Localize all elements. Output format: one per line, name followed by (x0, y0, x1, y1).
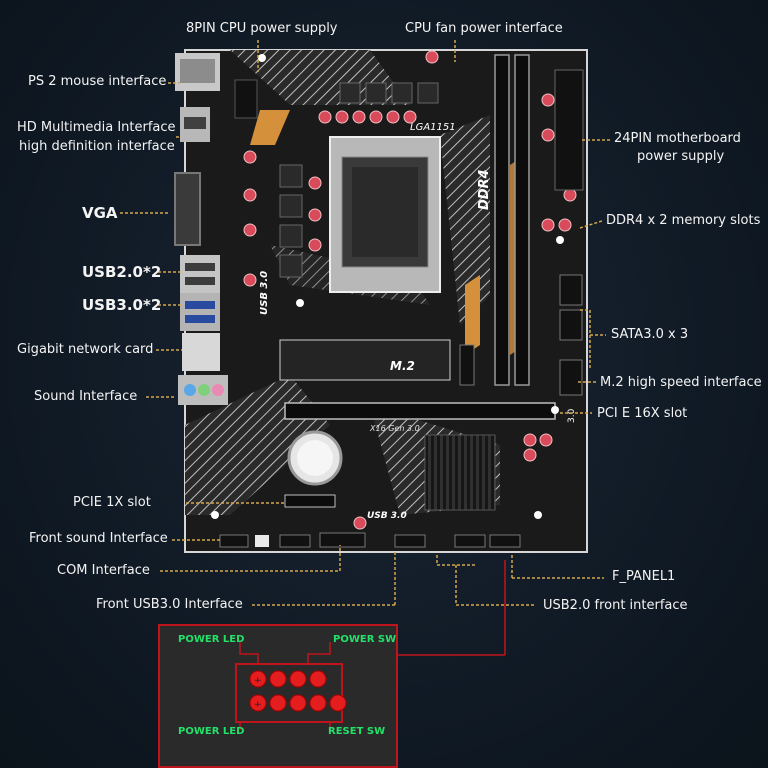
m2-slot-area (279, 339, 451, 381)
panel-label-power-sw: POWER SW (333, 634, 397, 645)
front-audio-header (219, 534, 249, 548)
m2-label: M.2 (390, 359, 415, 373)
f-panel-header (489, 534, 521, 548)
label-pcie1x: PCIE 1X slot (73, 495, 151, 510)
pin-top-3 (289, 670, 307, 688)
label-vga: VGA (82, 204, 118, 222)
pin-top-4 (309, 670, 327, 688)
sata-port-3 (559, 359, 583, 396)
pcie-x1-slot (284, 494, 336, 508)
label-hdmi-line2: high definition interface (19, 139, 175, 154)
socket-label: LGA1151 (410, 122, 456, 133)
label-lan: Gigabit network card (17, 342, 154, 357)
lan-port (182, 333, 220, 371)
usb2-ports (180, 255, 220, 293)
sata-port-1 (559, 274, 583, 306)
label-front-usb3: Front USB3.0 Interface (96, 597, 243, 612)
svg-text:+: + (254, 676, 262, 686)
rev-label: 3.0 (567, 408, 577, 423)
usb2-front-header-2 (454, 534, 486, 548)
panel-label-power-led-top: POWER LED (178, 634, 245, 645)
label-cpu-power: 8PIN CPU power supply (186, 21, 338, 36)
label-fpanel: F_PANEL1 (612, 569, 676, 584)
com-header (279, 534, 311, 548)
label-m2: M.2 high speed interface (600, 375, 762, 390)
front-usb3-header (319, 532, 366, 548)
label-ps2: PS 2 mouse interface (28, 74, 167, 89)
vga-port (174, 172, 201, 246)
label-front-sound: Front sound Interface (29, 531, 168, 546)
label-atx24-line1: 24PIN motherboard (614, 131, 741, 146)
label-hdmi-line1: HD Multimedia Interface (17, 120, 176, 135)
dimm-slot-2 (514, 54, 530, 386)
pin-bottom-5 (329, 694, 347, 712)
pin-bottom-1 (249, 694, 267, 712)
label-sata: SATA3.0 x 3 (611, 327, 689, 342)
pin-bottom-3 (289, 694, 307, 712)
svg-text:+: + (254, 700, 262, 710)
label-ddr4: DDR4 x 2 memory slots (606, 213, 761, 228)
cpu-8pin-header (234, 79, 258, 119)
pin-bottom-2 (269, 694, 287, 712)
pin-bottom-4 (309, 694, 327, 712)
label-com: COM Interface (57, 563, 150, 578)
label-pcie16x: PCI E 16X slot (597, 406, 688, 421)
fpanel-pin-diagram: + + (158, 624, 398, 768)
usb2-front-header (394, 534, 426, 548)
sata-port-2 (559, 309, 583, 341)
label-usb2: USB2.0*2 (82, 263, 162, 281)
label-sound: Sound Interface (34, 389, 138, 404)
panel-label-power-led-bottom: POWER LED (178, 726, 245, 737)
usb3-label-vertical: USB 3.0 (259, 271, 270, 315)
label-cpu-fan: CPU fan power interface (405, 21, 563, 36)
usb3-label-front: USB 3.0 (367, 511, 407, 521)
label-usb2-front: USB2.0 front interface (543, 598, 688, 613)
pin-top-1 (249, 670, 267, 688)
panel-label-reset-sw: RESET SW (328, 726, 386, 737)
label-atx24-line2: power supply (637, 149, 725, 164)
chipset-heatsink (424, 434, 496, 511)
label-usb3: USB3.0*2 (82, 296, 162, 314)
atx-24pin-header (554, 69, 584, 191)
motherboard-image: LGA1151 DDR4 M.2 USB 3.0 X16 Gen 3.0 3.0… (174, 49, 588, 553)
pcie-gen-label: X16 Gen 3.0 (369, 424, 420, 433)
ddr4-label: DDR4 (477, 169, 492, 210)
pin-top-2 (269, 670, 287, 688)
usb3-ports (180, 293, 220, 331)
dimm-slot-1 (494, 54, 510, 386)
pin-header-outline (235, 663, 343, 723)
